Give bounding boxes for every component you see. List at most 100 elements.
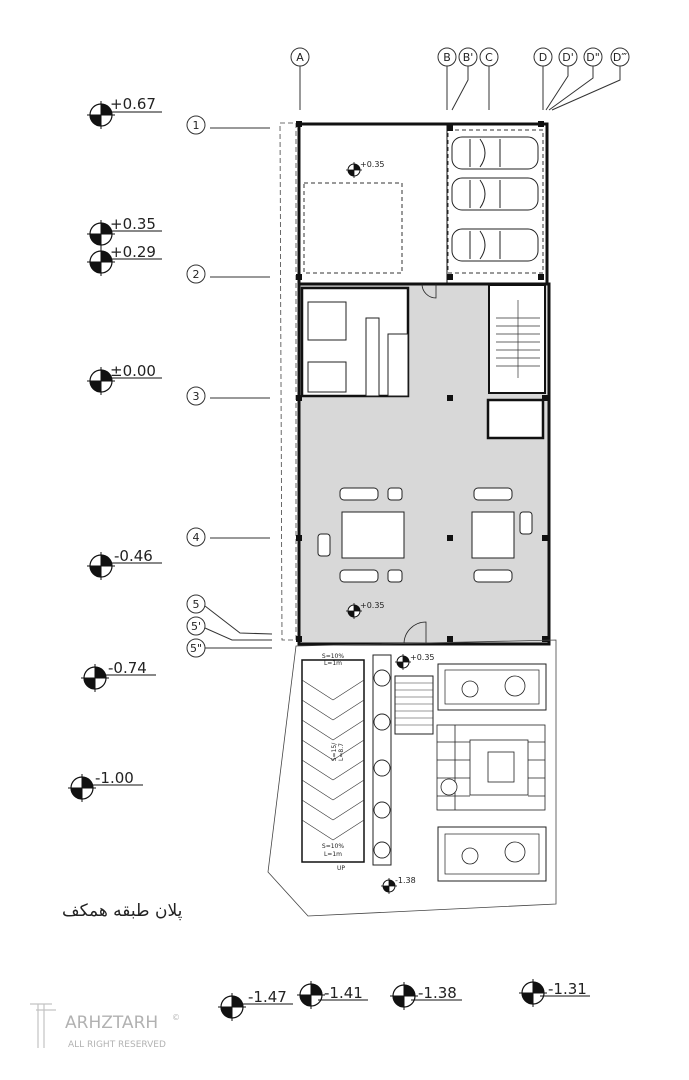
armchair-icon (317, 533, 331, 557)
paving-grid (436, 724, 546, 811)
ramp-up-label: UP (337, 865, 345, 872)
grid-row-labels: 1 2 3 4 5 5' 5" (190, 119, 202, 655)
elevator-shaft (486, 398, 545, 440)
yard: S=10% L=1m S=15/ L=8.7 S=10% L=1m UP +0.… (267, 639, 557, 917)
grid-label-B: B (443, 51, 451, 64)
shrub-icon (440, 778, 458, 796)
entry-steps (394, 675, 434, 735)
watermark: ARHZTARH © ALL RIGHT RESERVED (30, 1003, 180, 1050)
yard-level-marker: -1.38 (380, 876, 416, 895)
shrub-icon (461, 680, 479, 698)
watermark-tagline: ALL RIGHT RESERVED (68, 1040, 166, 1050)
garden-bed-top (437, 663, 547, 711)
grid-bubble-B (437, 47, 457, 110)
level-label: -0.74 (108, 659, 147, 677)
ramp-note-bottom-slope: S=10% (322, 843, 344, 850)
entry-step-treads (395, 682, 433, 726)
level-label: ±0.00 (110, 362, 156, 380)
grid-bubble-4 (186, 527, 270, 547)
armchair-icon (387, 569, 403, 583)
car-icon (451, 136, 539, 170)
level-label: +0.29 (110, 243, 156, 261)
armchair-icon (387, 487, 403, 501)
watermark-brand: ARHZTARH (65, 1013, 158, 1033)
grid-label-C: C (485, 51, 493, 64)
building: +0.35 (279, 121, 551, 646)
level-label: -1.41 (324, 984, 363, 1002)
level-label: +0.35 (360, 601, 385, 610)
level-label: -1.47 (248, 988, 287, 1006)
tree-icon (373, 801, 391, 819)
grid-bubble-D-prime (545, 47, 578, 111)
grid-label-1: 1 (193, 119, 200, 132)
bottom-level-marker-1: -1.47 (217, 988, 293, 1022)
level-marker-4: ±0.00 (86, 362, 162, 396)
grid-bubble-2 (186, 264, 270, 284)
parking-level-marker: +0.35 (345, 160, 385, 179)
door-swing (421, 283, 437, 299)
shrub-icon (504, 841, 526, 863)
grid-bubble-B-prime (451, 47, 478, 111)
kitchen-counter (365, 317, 380, 397)
stair-core (488, 284, 546, 394)
bottom-level-marker-3: -1.38 (389, 981, 462, 1011)
sofa-icon (307, 361, 347, 393)
grid-label-D-third: D‴ (613, 51, 627, 64)
garden-bed-bottom (437, 826, 547, 882)
level-marker-3: +0.29 (86, 243, 162, 277)
level-marker-5: -0.46 (86, 547, 162, 581)
level-label: -1.38 (395, 876, 416, 885)
grid-label-5-prime: 5' (191, 620, 201, 633)
driveway-ramp (301, 659, 365, 863)
level-label: -1.31 (548, 980, 587, 998)
grid-bubble-5 (186, 594, 273, 635)
lobby-level-marker: +0.35 (345, 601, 385, 620)
shrub-icon (461, 847, 479, 865)
level-label: +0.35 (110, 215, 156, 233)
grid-label-A: A (296, 51, 304, 64)
structural-columns (296, 121, 548, 642)
tree-icon (373, 841, 391, 859)
level-label: -0.46 (114, 547, 153, 565)
level-marker-6: -0.74 (80, 659, 156, 693)
grid-label-5-second: 5" (190, 642, 202, 655)
grid-rows (186, 115, 273, 658)
grid-bubble-3 (186, 386, 270, 406)
grid-label-D-prime: D' (562, 51, 574, 64)
level-marker-2: +0.35 (86, 215, 162, 249)
armchair-icon (519, 511, 533, 535)
stair-treads (496, 300, 540, 378)
plan-title: پلان طبقه همکف (62, 901, 183, 921)
sofa-icon (473, 487, 513, 501)
level-marker-1: +0.67 (86, 95, 162, 130)
grid-bubble-D-second (548, 47, 603, 111)
shrub-icon (504, 675, 526, 697)
grid-bubble-D-third (551, 47, 630, 111)
ramp-note-top-length: L=1m (324, 660, 342, 667)
bottom-level-marker-2: -1.41 (296, 980, 368, 1010)
ramp-note-bottom-length: L=1m (324, 851, 342, 858)
grid-label-2: 2 (193, 268, 200, 281)
grid-bubble-A (290, 47, 310, 110)
bottom-level-marker-4: -1.31 (518, 978, 590, 1008)
ramp-note-mid-length: L=8.7 (338, 743, 345, 761)
ramp-hatch (301, 679, 365, 841)
car-icon (451, 228, 539, 262)
level-label: -1.00 (95, 769, 134, 787)
grid-label-5: 5 (193, 598, 200, 611)
coffee-table-left (341, 511, 405, 559)
tree-icons (373, 669, 391, 859)
coffee-table-right (471, 511, 515, 559)
tree-icon (373, 759, 391, 777)
sofa-icon (473, 569, 513, 583)
grid-bubble-C (479, 47, 499, 110)
grid-bubble-5-prime (186, 616, 272, 641)
level-label: +0.35 (410, 653, 435, 662)
tree-icon (373, 713, 391, 731)
door-swing (403, 621, 427, 645)
lobby-furniture (317, 487, 533, 583)
level-label: +0.35 (360, 160, 385, 169)
site-boundary-left (279, 122, 297, 641)
watermark-mark: © (172, 1013, 180, 1022)
ramp-note-mid-slope: S=15/ (331, 742, 338, 761)
